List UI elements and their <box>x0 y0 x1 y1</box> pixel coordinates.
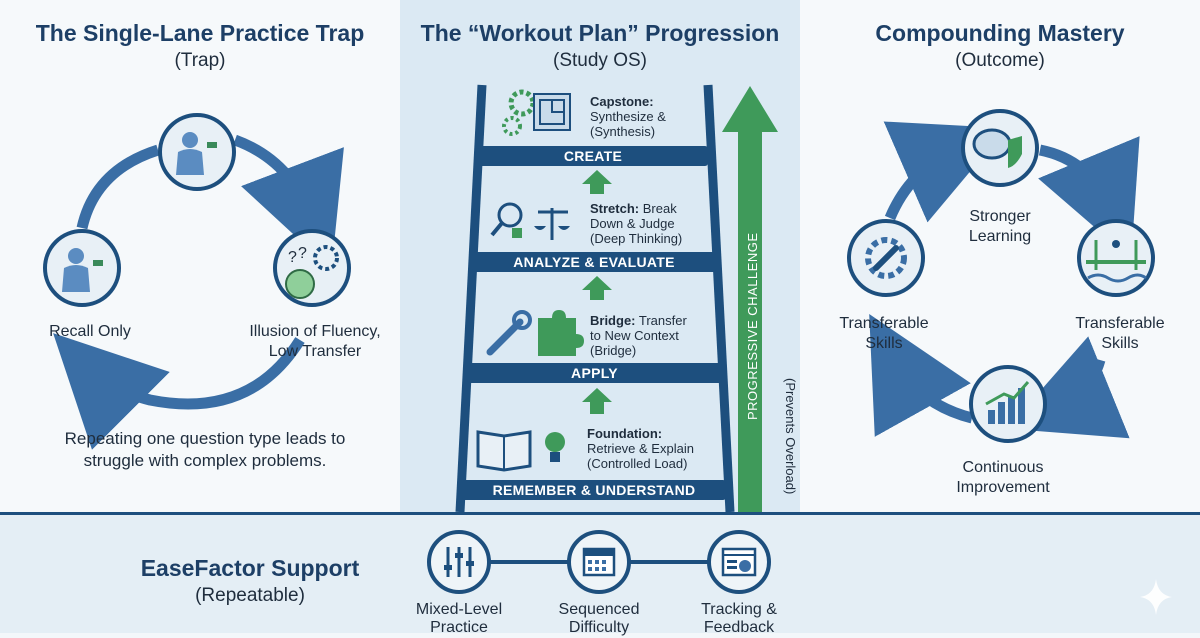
step-bridge-line3: (Bridge) <box>590 343 637 358</box>
ladder-diagram <box>455 84 778 512</box>
person-node-top <box>158 113 236 191</box>
step-foundation-head: Foundation: <box>587 426 663 441</box>
trap-panel: The Single-Lane Practice Trap (Trap) <box>0 0 400 512</box>
growth-chart-icon <box>969 365 1047 443</box>
node-label-transfer-right-2: Skills <box>1101 335 1139 352</box>
trap-title: The Single-Lane Practice Trap <box>35 20 365 46</box>
wrench-gear-icon <box>847 219 925 297</box>
mastery-subtitle: (Outcome) <box>955 50 1045 71</box>
step-stretch-line1: Break <box>642 201 677 216</box>
progression-subtitle: (Study OS) <box>553 50 647 71</box>
rung-apply <box>467 363 722 383</box>
step-capstone-head: Capstone: <box>590 94 654 109</box>
rung-remember <box>462 480 726 500</box>
node-label-continuous-2: Improvement <box>956 479 1050 496</box>
support-item-tracking-2: Feedback <box>703 619 775 636</box>
mastery-title: Compounding Mastery <box>875 20 1125 46</box>
trap-cycle-diagram: ? ? <box>43 113 351 450</box>
step-bridge: Bridge: Transfer to New Context (Bridge) <box>590 313 720 358</box>
cycle-arrow-bottom <box>53 333 305 450</box>
support-subtitle: (Repeatable) <box>195 585 305 606</box>
dashboard-icon <box>707 530 771 594</box>
mastery-arrow-top-right <box>1038 136 1140 259</box>
challenge-arrow-head <box>722 86 778 132</box>
step-bridge-line1: Transfer <box>638 313 687 328</box>
sparkle-icon <box>1140 579 1172 615</box>
mastery-panel: Compounding Mastery (Outcome) <box>800 0 1200 512</box>
bridge-walker-icon <box>1077 219 1155 297</box>
trap-subtitle: (Trap) <box>174 50 226 71</box>
person-node-left <box>43 229 121 307</box>
node-label-continuous-1: Continuous <box>962 459 1044 476</box>
svg-text:?: ? <box>288 249 297 266</box>
step-stretch: Stretch: Break Down & Judge (Deep Thinki… <box>590 201 720 246</box>
support-title: EaseFactor Support <box>140 555 360 581</box>
rung-label-create: CREATE <box>563 148 623 164</box>
brain-shield-icon <box>961 109 1039 187</box>
step-foundation-line3: (Controlled Load) <box>587 456 688 471</box>
step-arrows <box>582 170 612 414</box>
rung-label-analyze: ANALYZE & EVALUATE <box>513 254 675 270</box>
node-label-illusion-line2: Low Transfer <box>268 343 362 360</box>
wrench-puzzle-icon <box>486 310 584 356</box>
support-item-mixed-2: Practice <box>430 619 488 636</box>
rung-create <box>478 146 708 166</box>
step-bridge-line2: to New Context <box>590 328 679 343</box>
gear-blueprint-icon <box>502 89 571 136</box>
confused-node-right: ? ? <box>273 229 351 307</box>
trap-caption-line2: struggle with complex problems. <box>83 451 327 470</box>
mastery-arrow-bottom-left <box>869 313 974 437</box>
node-label-transfer-left-2: Skills <box>865 335 903 352</box>
trap-caption-line1: Repeating one question type leads to <box>64 429 346 448</box>
progression-title: The “Workout Plan” Progression <box>420 20 780 46</box>
rung-label-remember: REMEMBER & UNDERSTAND <box>492 482 696 498</box>
mastery-arrow-top-left <box>883 121 1007 223</box>
node-label-illusion-line1: Illusion of Fluency, <box>249 323 381 340</box>
step-capstone: Capstone: Synthesize & (Synthesis) <box>590 94 720 139</box>
step-capstone-line1: Synthesize & <box>590 109 666 124</box>
svg-text:?: ? <box>298 245 307 262</box>
magnifier-scale-icon <box>490 202 570 240</box>
support-item-tracking-1: Tracking & <box>701 601 777 618</box>
support-item-sequenced-2: Difficulty <box>568 619 630 636</box>
node-label-recall-only: Recall Only <box>49 323 131 340</box>
step-foundation-line2: Retrieve & Explain <box>587 441 694 456</box>
rung-analyze <box>472 252 716 272</box>
mastery-arrow-bottom-right <box>1007 336 1130 439</box>
step-foundation: Foundation: Retrieve & Explain (Controll… <box>587 426 722 471</box>
mastery-cycle-diagram <box>847 109 1155 443</box>
challenge-arrow-shaft <box>738 130 762 512</box>
node-label-transfer-right-1: Transferable <box>1075 315 1165 332</box>
step-stretch-head: Stretch: <box>590 201 640 216</box>
progression-panel: The “Workout Plan” Progression (Study OS… <box>400 0 800 512</box>
rung-label-apply: APPLY <box>571 365 618 381</box>
step-stretch-line2: Down & Judge <box>590 216 675 231</box>
step-capstone-line2: (Synthesis) <box>590 124 656 139</box>
step-bridge-head: Bridge: <box>590 313 636 328</box>
cycle-arrow-top-right <box>233 134 344 270</box>
book-bulb-icon <box>476 430 565 472</box>
support-band: EaseFactor Support (Repeatable) <box>0 512 1200 636</box>
sliders-icon <box>427 530 491 594</box>
step-stretch-line3: (Deep Thinking) <box>590 231 683 246</box>
node-label-stronger-2: Learning <box>968 228 1032 245</box>
support-icons <box>427 530 771 594</box>
cycle-arrow-left <box>76 144 160 230</box>
calendar-icon <box>567 530 631 594</box>
support-item-sequenced-1: Sequenced <box>558 601 640 618</box>
support-item-mixed-1: Mixed-Level <box>415 601 503 618</box>
node-label-transfer-left-1: Transferable <box>839 315 929 332</box>
node-label-stronger-1: Stronger <box>969 208 1031 225</box>
